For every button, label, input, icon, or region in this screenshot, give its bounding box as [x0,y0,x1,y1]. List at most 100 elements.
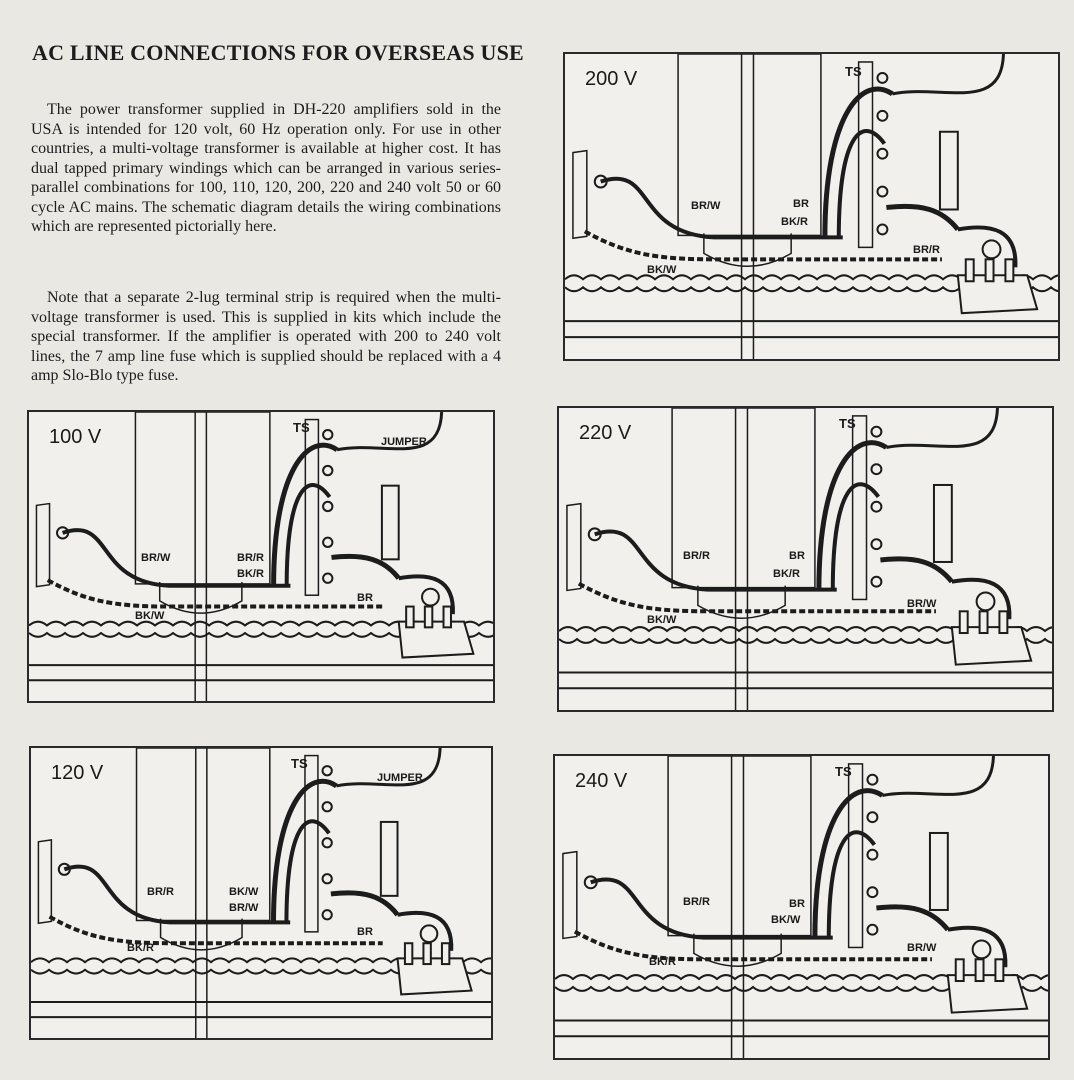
wire-label-mid-top: BK/W [229,886,259,898]
terminal-block [956,274,1039,315]
wire-fuse [336,748,442,788]
transformer-base [159,918,243,951]
wire-label-left-top: BR/W [691,200,721,212]
wire-bundle [836,129,887,238]
wire-heavy [330,890,400,917]
terminal-lug-icon [322,464,334,477]
wire-bundle [284,483,332,586]
wire-label-mid-top: BR [793,198,809,210]
wiring-illustration [31,748,491,1038]
terminal-lug-icon [321,765,333,777]
wire-label-left-top: BR/W [141,552,171,564]
terminal-lug-icon [876,109,889,122]
transformer-base [697,585,786,619]
terminal-lug-icon [870,538,883,551]
terminal-lug-icon [870,500,883,513]
terminal-pin [978,610,989,635]
wire-output [957,225,1018,268]
terminal-lug-icon [870,463,883,476]
wire-label-left-bottom: BK/W [135,610,165,622]
terminal-lug-icon [866,773,879,786]
ts-label: TS [839,416,856,431]
wire-label-mid-top: BR/R [237,552,264,564]
intro-paragraph: The power transformer supplied in DH-220… [31,101,501,235]
terminal-strip [847,763,864,949]
transformer-base [158,582,243,614]
wire-lower [48,914,383,946]
terminal-lug-icon [866,848,879,861]
voltage-label: 220 V [579,422,632,444]
lug-plate [572,149,588,240]
wiring-illustration [565,54,1058,359]
terminal-lug-icon [876,147,889,160]
connector-loop [975,591,996,612]
connector-loop [981,239,1002,260]
terminal-lug-icon [321,837,333,849]
wire-bundle [826,830,877,938]
wire-label-left-bottom: BK/W [647,264,677,276]
wire-label-mid-bottom: BK/W [771,914,801,926]
diagram-220v: 220 V TS BR/R BK/W BR BK/R BR/W [557,406,1054,712]
wire-fuse [886,408,999,449]
wire-heavy [880,556,954,584]
transformer-base [703,233,792,268]
voltage-label: 100 V [49,426,102,448]
wire-output [947,925,1008,968]
wiring-illustration [555,756,1048,1058]
connector-loop [419,924,439,944]
terminal-lug-icon [321,873,333,885]
terminal-lug-icon [866,886,879,899]
voltage-label: 240 V [575,770,628,792]
terminal-pin [403,942,414,966]
ts-label: TS [835,764,852,779]
ts-label: TS [293,420,310,435]
voltage-label: 120 V [51,762,104,784]
diagram-240v: 240 V TS BR/R BK/R BR BK/W BR/W [553,754,1050,1060]
terminal-pin [998,610,1009,635]
jumper-label: JUMPER [377,772,423,784]
terminal-strip [304,754,319,933]
page-title: AC LINE CONNECTIONS FOR OVERSEAS USE [32,40,524,65]
wire-label-left-bottom: BK/W [647,614,677,626]
wire-fuse [882,756,995,797]
terminal-lug-icon [322,428,334,441]
terminal-lug-icon [321,801,333,813]
terminal-block [396,957,473,996]
terminal-pin [422,942,432,966]
terminal-block [950,626,1033,666]
fuse-holder [379,820,399,897]
wire-lower [577,581,936,614]
terminal-strip [304,418,320,596]
terminal-pin [423,605,434,629]
wire-output [398,574,455,615]
wire-label-left-top: BR/R [147,886,174,898]
wire-upper [594,529,837,592]
terminal-pin [974,958,985,983]
wiring-illustration [559,408,1052,710]
wire-label-left-top: BR/R [683,896,710,908]
terminal-pin [1004,258,1015,283]
terminal-lug-icon [876,71,889,84]
wire-label-left-top: BR/R [683,550,710,562]
wire-bundle [271,442,339,586]
wire-bundle [812,788,884,938]
wire-upper [590,877,833,940]
terminal-pin [994,958,1005,983]
wire-bundle [830,482,881,590]
fuse-holder [938,130,959,211]
terminal-pin [440,942,451,966]
lug-plate [37,839,53,925]
lug-plate [35,502,51,588]
fuse-holder [932,483,953,563]
wire-heavy [876,904,950,932]
terminal-block [397,620,475,659]
lug-plate [566,502,582,592]
fuse-holder [380,484,400,561]
terminal-lug-icon [866,923,879,936]
terminal-lug-icon [866,811,879,824]
wire-output [397,910,454,951]
wire-bundle [270,778,338,923]
lug-plate [562,850,578,940]
wire-fuse [336,412,444,452]
voltage-label: 200 V [585,68,638,90]
